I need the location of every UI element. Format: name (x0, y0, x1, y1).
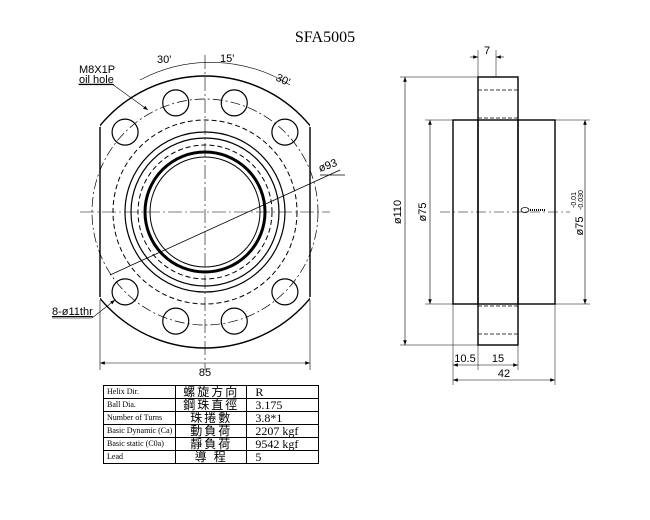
spec-name-en: Helix Dir. (102, 385, 177, 399)
spec-name-zh: 珠捲數 (175, 411, 248, 425)
flange-thickness-label: 7 (484, 45, 490, 57)
bolt-hole (220, 89, 248, 117)
flange-width-label: 15 (492, 353, 504, 365)
bolt-hole (111, 118, 139, 146)
width-label: 85 (199, 367, 211, 379)
spec-value: 2207 kgf (246, 424, 320, 438)
spec-name-zh: 靜負荷 (175, 437, 248, 451)
spec-name-zh: 導 程 (175, 450, 248, 464)
bolt-hole (162, 89, 190, 117)
spec-value: 9542 kgf (246, 437, 320, 451)
side-view (400, 50, 590, 385)
oil-hole-label-1: M8X1P (79, 64, 115, 76)
flange-od-label: ø110 (392, 200, 404, 224)
spec-name-en: Ball Dia. (102, 398, 177, 412)
bolt-hole (271, 118, 299, 146)
spec-name-zh: 鋼珠直徑 (175, 398, 248, 412)
spec-name-en: Basic static (C0a) (102, 437, 177, 451)
oil-hole-label-2: oil hole (79, 74, 114, 86)
spec-name-zh: 螺旋方向 (175, 385, 248, 399)
bolt-hole (220, 307, 248, 335)
spec-name-en: Basic Dynamic (Ca) (102, 424, 177, 438)
bolt-holes (111, 89, 299, 335)
spec-value: 3.175 (246, 398, 320, 412)
bolt-hole (111, 278, 139, 306)
offset-label: 10.5 (454, 353, 475, 365)
spec-name-zh: 動負荷 (175, 424, 248, 438)
spec-name-en: Lead (102, 450, 177, 464)
tol-upper: -0.01 (571, 192, 578, 208)
spec-value: 5 (246, 450, 320, 464)
body-od-tol-label: ø75 (574, 217, 586, 236)
spec-name-en: Number of Turns (102, 411, 177, 425)
angle-label-right: 30' (274, 72, 292, 89)
angle-label-left: 30' (157, 54, 171, 66)
holes-label: 8-ø11thr (52, 306, 93, 318)
angle-label-center: 15' (220, 53, 234, 65)
bolt-hole (271, 278, 299, 306)
front-view (52, 55, 345, 370)
length-label: 42 (498, 368, 510, 380)
bolt-hole (162, 307, 190, 335)
drawing-title: SFA5005 (295, 29, 355, 46)
spec-value: 3.8*1 (246, 411, 320, 425)
body-od-label: ø75 (417, 203, 429, 222)
spec-value: R (246, 385, 320, 399)
tol-lower: -0.030 (578, 190, 585, 210)
